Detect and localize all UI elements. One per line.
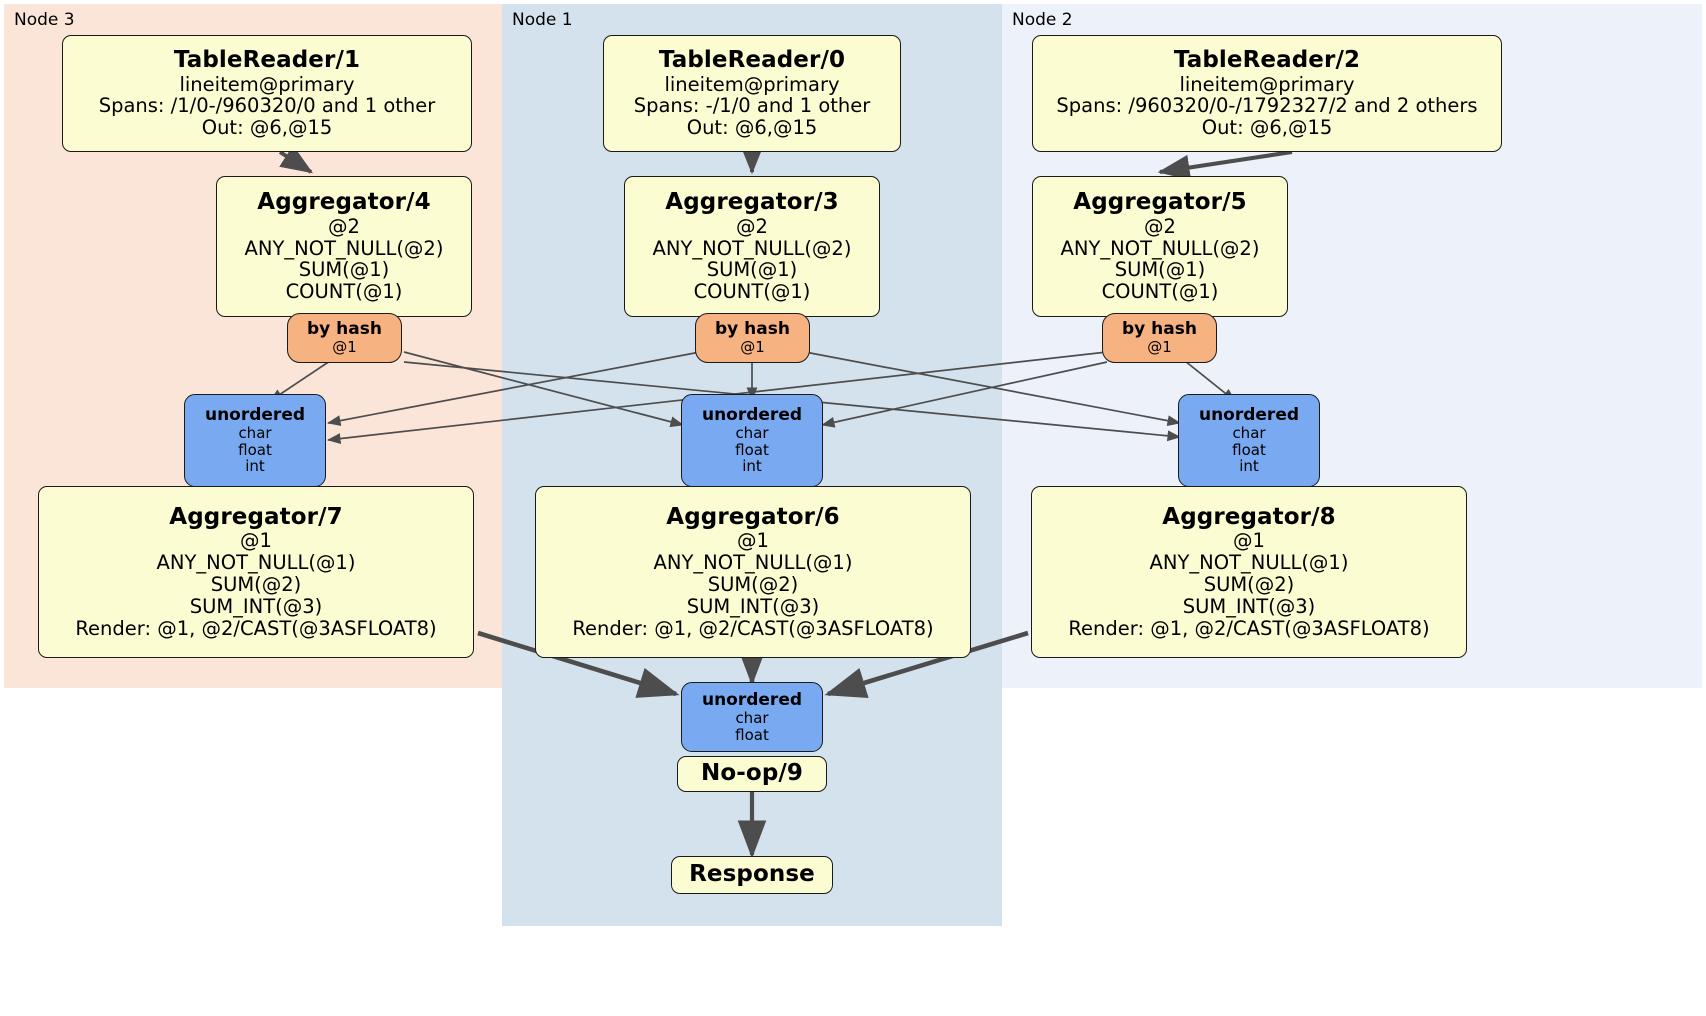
processor-title: Aggregator/4 (257, 188, 431, 215)
processor-title: No-op/9 (701, 760, 803, 787)
node-panel-label-node2: Node 2 (1012, 10, 1073, 30)
processor-detail: COUNT(@1) (693, 280, 811, 304)
output-router-by-hash-left[interactable]: by hash @1 (287, 313, 402, 363)
processor-detail: @2 (1144, 214, 1176, 238)
router-detail: @1 (740, 338, 765, 357)
processor-detail: SUM(@1) (706, 258, 798, 282)
synchronizer-detail: int (245, 457, 265, 476)
synchronizer-detail: float (1232, 440, 1266, 459)
processor-detail: SUM_INT(@3) (1182, 594, 1316, 618)
processor-detail: SUM(@1) (298, 258, 390, 282)
synchronizer-detail: char (238, 423, 272, 442)
processor-aggregator-3[interactable]: Aggregator/3 @2 ANY_NOT_NULL(@2) SUM(@1)… (624, 176, 880, 317)
synchronizer-title: unordered (1198, 404, 1300, 425)
synchronizer-title: unordered (701, 689, 803, 710)
processor-detail: Out: @6,@15 (1201, 116, 1333, 140)
processor-detail: COUNT(@1) (285, 280, 403, 304)
synchronizer-unordered-right[interactable]: unordered char float int (1178, 394, 1320, 487)
processor-detail: SUM(@2) (1203, 572, 1295, 596)
synchronizer-unordered-mid[interactable]: unordered char float int (681, 394, 823, 487)
router-title: by hash (307, 319, 382, 340)
synchronizer-detail: float (735, 440, 769, 459)
processor-detail: SUM(@2) (707, 572, 799, 596)
processor-detail: Out: @6,@15 (686, 116, 818, 140)
node-panel-label-node1: Node 1 (512, 10, 573, 30)
processor-aggregator-4[interactable]: Aggregator/4 @2 ANY_NOT_NULL(@2) SUM(@1)… (216, 176, 472, 317)
synchronizer-title: unordered (701, 404, 803, 425)
processor-detail: @1 (1233, 529, 1265, 553)
processor-title: Response (689, 861, 815, 888)
processor-detail: @1 (737, 529, 769, 553)
processor-detail: SUM_INT(@3) (189, 594, 323, 618)
processor-aggregator-5[interactable]: Aggregator/5 @2 ANY_NOT_NULL(@2) SUM(@1)… (1032, 176, 1288, 317)
processor-title: Aggregator/8 (1162, 503, 1336, 530)
processor-tablereader-2[interactable]: TableReader/2 lineitem@primary Spans: /9… (1032, 35, 1502, 152)
processor-title: Aggregator/5 (1073, 188, 1247, 215)
processor-detail: ANY_NOT_NULL(@2) (652, 236, 852, 260)
processor-detail: Render: @1, @2/CAST(@3ASFLOAT8) (1068, 616, 1430, 640)
processor-noop-9[interactable]: No-op/9 (677, 756, 827, 792)
processor-detail: Render: @1, @2/CAST(@3ASFLOAT8) (572, 616, 934, 640)
processor-aggregator-6[interactable]: Aggregator/6 @1 ANY_NOT_NULL(@1) SUM(@2)… (535, 486, 971, 658)
processor-detail: ANY_NOT_NULL(@1) (1149, 551, 1349, 575)
router-detail: @1 (332, 338, 357, 357)
processor-detail: SUM_INT(@3) (686, 594, 820, 618)
router-title: by hash (1122, 319, 1197, 340)
processor-title: TableReader/2 (1173, 46, 1361, 73)
synchronizer-detail: float (735, 725, 769, 744)
processor-title: Aggregator/6 (666, 503, 840, 530)
processor-detail: @2 (328, 214, 360, 238)
processor-response[interactable]: Response (671, 856, 833, 894)
processor-tablereader-1[interactable]: TableReader/1 lineitem@primary Spans: /1… (62, 35, 472, 152)
processor-title: Aggregator/3 (665, 188, 839, 215)
output-router-by-hash-right[interactable]: by hash @1 (1102, 313, 1217, 363)
processor-aggregator-8[interactable]: Aggregator/8 @1 ANY_NOT_NULL(@1) SUM(@2)… (1031, 486, 1467, 658)
processor-title: Aggregator/7 (169, 503, 343, 530)
processor-detail: Render: @1, @2/CAST(@3ASFLOAT8) (75, 616, 437, 640)
synchronizer-title: unordered (204, 404, 306, 425)
processor-detail: lineitem@primary (664, 72, 840, 96)
processor-title: TableReader/1 (173, 46, 361, 73)
synchronizer-detail: int (742, 457, 762, 476)
synchronizer-detail: int (1239, 457, 1259, 476)
processor-detail: Spans: /960320/0-/1792327/2 and 2 others (1056, 94, 1478, 118)
router-title: by hash (715, 319, 790, 340)
node-panel-label-node3: Node 3 (14, 10, 75, 30)
processor-detail: @1 (240, 529, 272, 553)
output-router-by-hash-mid[interactable]: by hash @1 (695, 313, 810, 363)
synchronizer-detail: char (735, 423, 769, 442)
router-detail: @1 (1147, 338, 1172, 357)
processor-detail: COUNT(@1) (1101, 280, 1219, 304)
processor-aggregator-7[interactable]: Aggregator/7 @1 ANY_NOT_NULL(@1) SUM(@2)… (38, 486, 474, 658)
synchronizer-detail: float (238, 440, 272, 459)
synchronizer-unordered-final[interactable]: unordered char float (681, 682, 823, 752)
processor-title: TableReader/0 (658, 46, 846, 73)
processor-detail: SUM(@1) (1114, 258, 1206, 282)
processor-detail: Spans: /1/0-/960320/0 and 1 other (98, 94, 436, 118)
processor-detail: lineitem@primary (179, 72, 355, 96)
processor-detail: ANY_NOT_NULL(@1) (156, 551, 356, 575)
synchronizer-detail: char (735, 708, 769, 727)
processor-detail: ANY_NOT_NULL(@1) (653, 551, 853, 575)
processor-detail: ANY_NOT_NULL(@2) (1060, 236, 1260, 260)
processor-tablereader-0[interactable]: TableReader/0 lineitem@primary Spans: -/… (603, 35, 901, 152)
processor-detail: Out: @6,@15 (201, 116, 333, 140)
synchronizer-unordered-left[interactable]: unordered char float int (184, 394, 326, 487)
processor-detail: Spans: -/1/0 and 1 other (633, 94, 871, 118)
processor-detail: lineitem@primary (1179, 72, 1355, 96)
synchronizer-detail: char (1232, 423, 1266, 442)
processor-detail: ANY_NOT_NULL(@2) (244, 236, 444, 260)
processor-detail: @2 (736, 214, 768, 238)
processor-detail: SUM(@2) (210, 572, 302, 596)
